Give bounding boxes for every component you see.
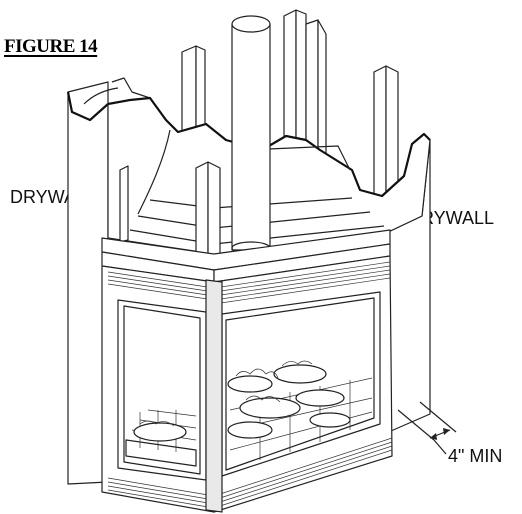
logs xyxy=(133,360,351,442)
clearance-dimension xyxy=(397,401,457,455)
chimney-pipe xyxy=(231,15,271,255)
clearance-dimension-label: 4" MIN xyxy=(448,446,503,466)
figure-title: FIGURE 14 xyxy=(4,36,98,57)
corner-post xyxy=(205,279,223,513)
fireplace-top xyxy=(101,229,391,283)
front-studs xyxy=(119,161,221,277)
